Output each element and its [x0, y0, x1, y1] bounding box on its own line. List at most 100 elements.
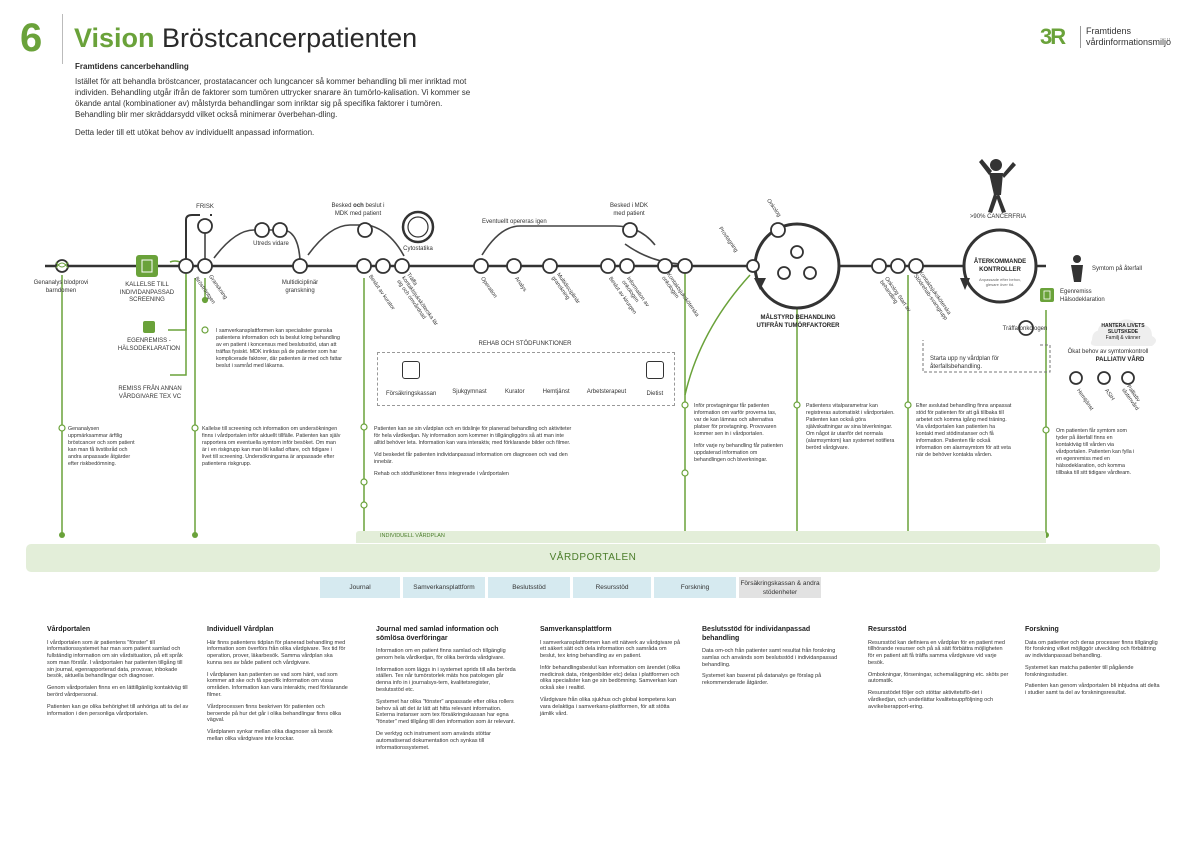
column-title: Resursstöd: [868, 626, 907, 633]
kurator-icon: [507, 361, 523, 377]
rehab-title: REHAB OCH STÖDFUNKTIONER: [478, 341, 572, 347]
column-text: Inför behandlingsbeslut kan information …: [540, 664, 681, 692]
label-familj: Familj & vänner: [1105, 335, 1141, 341]
intro-paragraph-2: Detta leder till ett utökat behov av ind…: [75, 128, 315, 137]
title-bold: Vision: [74, 23, 155, 53]
arbetsterapeut-icon: [598, 361, 614, 377]
note-prov-2: Inför varje ny behandling får patienten …: [694, 443, 783, 463]
label-utreds: Utreds vidare: [253, 241, 289, 247]
column-text: Systemet kan baserat på datanalys ge för…: [702, 673, 822, 687]
label-traffa-onkologen: Träffa onkologen: [1002, 326, 1048, 332]
column-title: Beslutsstöd för individanpassad behandli…: [702, 626, 811, 642]
label-symtom: Symtom på återfall: [1092, 266, 1143, 272]
label-besked1-och: och: [353, 203, 364, 209]
column-text: Information om en patient finns samlad o…: [376, 648, 506, 661]
note-prov: Inför provtagningar får patienten inform…: [694, 403, 784, 469]
forsakring-icon: [402, 361, 421, 379]
note-efter: Efter avslutad behandling finns anpassat…: [916, 403, 1012, 458]
rehab-item: Dietist: [639, 361, 671, 400]
rehab-label: Arbetsterapeut: [586, 389, 627, 395]
note-aterfall: Om patienten får symtom som tyder på åte…: [1056, 428, 1135, 476]
logo-line-1: Framtidens: [1086, 26, 1132, 36]
label-besked2: Besked i MDK med patient: [609, 203, 648, 217]
column-text: I samverkansplattformen kan ett nätverk …: [540, 639, 681, 660]
column-text: De verktyg och instrument som används st…: [376, 730, 491, 751]
note-vardplan-3: Rehab och stödfunktioner finns integrera…: [374, 471, 509, 477]
column-text: I vårdplanen kan patienten se vad som hä…: [207, 671, 348, 699]
label-frisk: FRISK: [196, 204, 214, 210]
column-text: Vårdplanen synkar mellan olika diagnoser…: [207, 729, 333, 743]
intro-heading: Framtidens cancerbehandling: [75, 62, 189, 71]
note-vardplan-1: Patienten kan se sin vårdplan och en tid…: [374, 426, 572, 446]
label-besked1-a: Besked: [331, 203, 354, 209]
column-title: Samverkansplattform: [540, 626, 612, 633]
tab-beslutsstod[interactable]: Beslutsstöd: [488, 577, 570, 598]
page-number: 6: [20, 16, 43, 60]
column-text: Patienten kan ge olika behörighet till a…: [47, 703, 189, 717]
aterkommande-cycle: [962, 228, 1038, 304]
column-text: Patienten kan genom vårdportalen bli inb…: [1025, 683, 1160, 697]
title-rest: Bröstcancerpatienten: [154, 23, 418, 53]
label-okat: Ökat behov av symtomkontroll: [1067, 349, 1149, 355]
label-aterkommande: ÅTERKOMMANDE KONTROLLER: [973, 259, 1027, 273]
label-besked1: Besked och beslut i MDK med patient: [328, 203, 388, 218]
label-malstyrd: MÅLSTYRD BEHANDLING UTIFRÅN TUMÖRFAKTORE…: [756, 315, 840, 329]
intro-text: Istället för att behandla bröstcancer, p…: [75, 76, 475, 145]
label-remiss: REMISS FRÅN ANNAN VÅRDGIVARE TEX VC: [118, 386, 182, 400]
logo-mark: 3R: [1040, 24, 1066, 49]
column-journal: Journal med samlad information och sömlö…: [376, 626, 518, 756]
cancerfree-figure: [979, 159, 1016, 213]
rehab-label: Kurator: [504, 389, 525, 395]
label-cytostatika: Cytostatika: [403, 246, 433, 252]
label-eventuellt: Eventuellt opereras igen: [482, 219, 547, 225]
label-genanalys: Genanalys blodprovi barndomen: [33, 280, 89, 294]
rehab-item: Försäkringskassan: [381, 361, 441, 400]
column-text: I vårdportalen som är patientens "fönste…: [47, 639, 183, 680]
column-text: Här finns patientens tidplan för planera…: [207, 639, 346, 666]
tab-resursstod[interactable]: Resursstöd: [573, 577, 651, 598]
note-vardplan: Patienten kan se sin vårdplan och en tid…: [374, 426, 574, 483]
rehab-item: Sjukgymnast: [447, 361, 491, 400]
column-text: Information som läggs in i systemet spri…: [376, 666, 516, 693]
tab-forsakringskassan[interactable]: Försäkringskassan & andra stödenheter: [739, 577, 821, 598]
column-title: Forskning: [1025, 626, 1059, 633]
tab-samverkansplattform[interactable]: Samverkansplattform: [403, 577, 485, 598]
column-title: Journal med samlad information och sömlö…: [376, 626, 499, 642]
tab-forskning[interactable]: Forskning: [654, 577, 736, 598]
rehab-item: Hemtjänst: [538, 361, 574, 400]
page-title: Vision Bröstcancerpatienten: [74, 20, 417, 56]
header-divider: [62, 14, 63, 64]
note-genanalys: Genanalysen uppmärksammar ärftlig bröstc…: [68, 426, 135, 467]
label-egenremiss: EGENREMISS - HÄLSODEKLARATION: [117, 338, 181, 352]
logo-line-2: vårdinformationsmiljö: [1086, 37, 1172, 47]
vardportalen-title: VÅRDPORTALEN: [549, 552, 637, 563]
malstyrd-cycle: [753, 222, 841, 310]
label-besked1-b: beslut i MDK med patient: [334, 203, 385, 217]
tab-journal[interactable]: Journal: [320, 577, 400, 598]
note-prov-1: Inför provtagningar får patienten inform…: [694, 403, 777, 437]
rehab-label: Försäkringskassan: [385, 391, 437, 397]
column-text: Vårdprocessen finns beskriven för patien…: [207, 703, 341, 724]
column-text: Resursstöd kan definiera en vårdplan för…: [868, 639, 1005, 666]
rehab-label: Sjukgymnast: [452, 389, 487, 395]
column-title: Individuell Vårdplan: [207, 626, 274, 633]
column-text: Resursstödet följer och stöttar aktivite…: [868, 690, 994, 710]
hemtjanst-icon: [548, 361, 564, 377]
column-text: Data om patienter och deras processer fi…: [1025, 639, 1158, 660]
label-palliativ: PALLIATIV VÅRD: [1095, 357, 1145, 363]
cytostatika-circle: [401, 210, 435, 244]
rehab-label: Hemtjänst: [542, 389, 570, 395]
label-cancerfria: >90% CANCERFRIA: [969, 214, 1027, 220]
vardportalen-bar: [26, 544, 1160, 572]
column-text: Data om-och från patienter samt resultat…: [702, 648, 838, 668]
column-title: Vårdportalen: [47, 626, 91, 633]
column-vardportalen: Vårdportalen I vårdportalen som är patie…: [47, 626, 189, 722]
column-text: Systemet kan matcha patienter till pågåe…: [1025, 664, 1134, 678]
rehab-item: Kurator: [498, 361, 532, 400]
label-kallelse: KALLELSE TILL INDIVIDANPASSAD SCREENING: [119, 282, 175, 303]
column-text: Vårdgivare från olika sjukhus och global…: [540, 697, 677, 717]
column-individuell-vardplan: Individuell Vårdplan Här finns patienten…: [207, 626, 349, 748]
